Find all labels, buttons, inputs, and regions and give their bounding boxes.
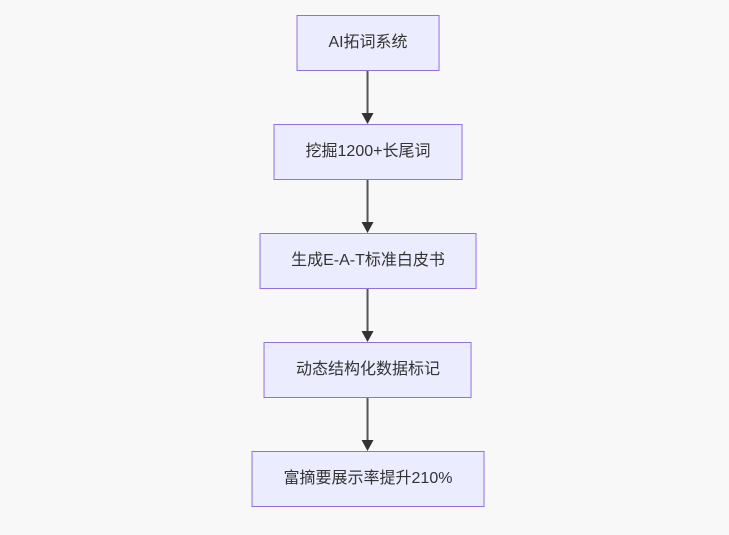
arrow-shaft bbox=[367, 180, 369, 223]
arrow-head-icon bbox=[362, 331, 374, 342]
flow-node-label: 动态结构化数据标记 bbox=[295, 361, 440, 378]
flow-node-ai-word-expansion: AI拓词系统 bbox=[296, 15, 440, 71]
flow-node-structured-data: 动态结构化数据标记 bbox=[263, 342, 472, 398]
flow-node-label: 富摘要展示率提升210% bbox=[283, 470, 453, 487]
flow-node-eat-whitepaper: 生成E-A-T标准白皮书 bbox=[259, 233, 477, 289]
arrow-shaft bbox=[367, 71, 369, 114]
arrow-shaft bbox=[367, 289, 369, 332]
arrow-shaft bbox=[367, 398, 369, 441]
flow-arrow-3 bbox=[361, 289, 375, 342]
arrow-head-icon bbox=[362, 113, 374, 124]
flow-node-rich-snippet-rate: 富摘要展示率提升210% bbox=[251, 451, 485, 507]
arrow-head-icon bbox=[362, 222, 374, 233]
arrow-head-icon bbox=[362, 440, 374, 451]
flow-node-label: 生成E-A-T标准白皮书 bbox=[291, 252, 445, 269]
flow-node-label: 挖掘1200+长尾词 bbox=[305, 143, 431, 160]
flow-node-longtail-mining: 挖掘1200+长尾词 bbox=[273, 124, 463, 180]
flowchart-column: AI拓词系统 挖掘1200+长尾词 生成E-A-T标准白皮书 动态结构化数据标记 bbox=[251, 15, 485, 507]
flow-arrow-4 bbox=[361, 398, 375, 451]
flow-node-label: AI拓词系统 bbox=[328, 34, 408, 51]
flow-arrow-2 bbox=[361, 180, 375, 233]
flow-arrow-1 bbox=[361, 71, 375, 124]
